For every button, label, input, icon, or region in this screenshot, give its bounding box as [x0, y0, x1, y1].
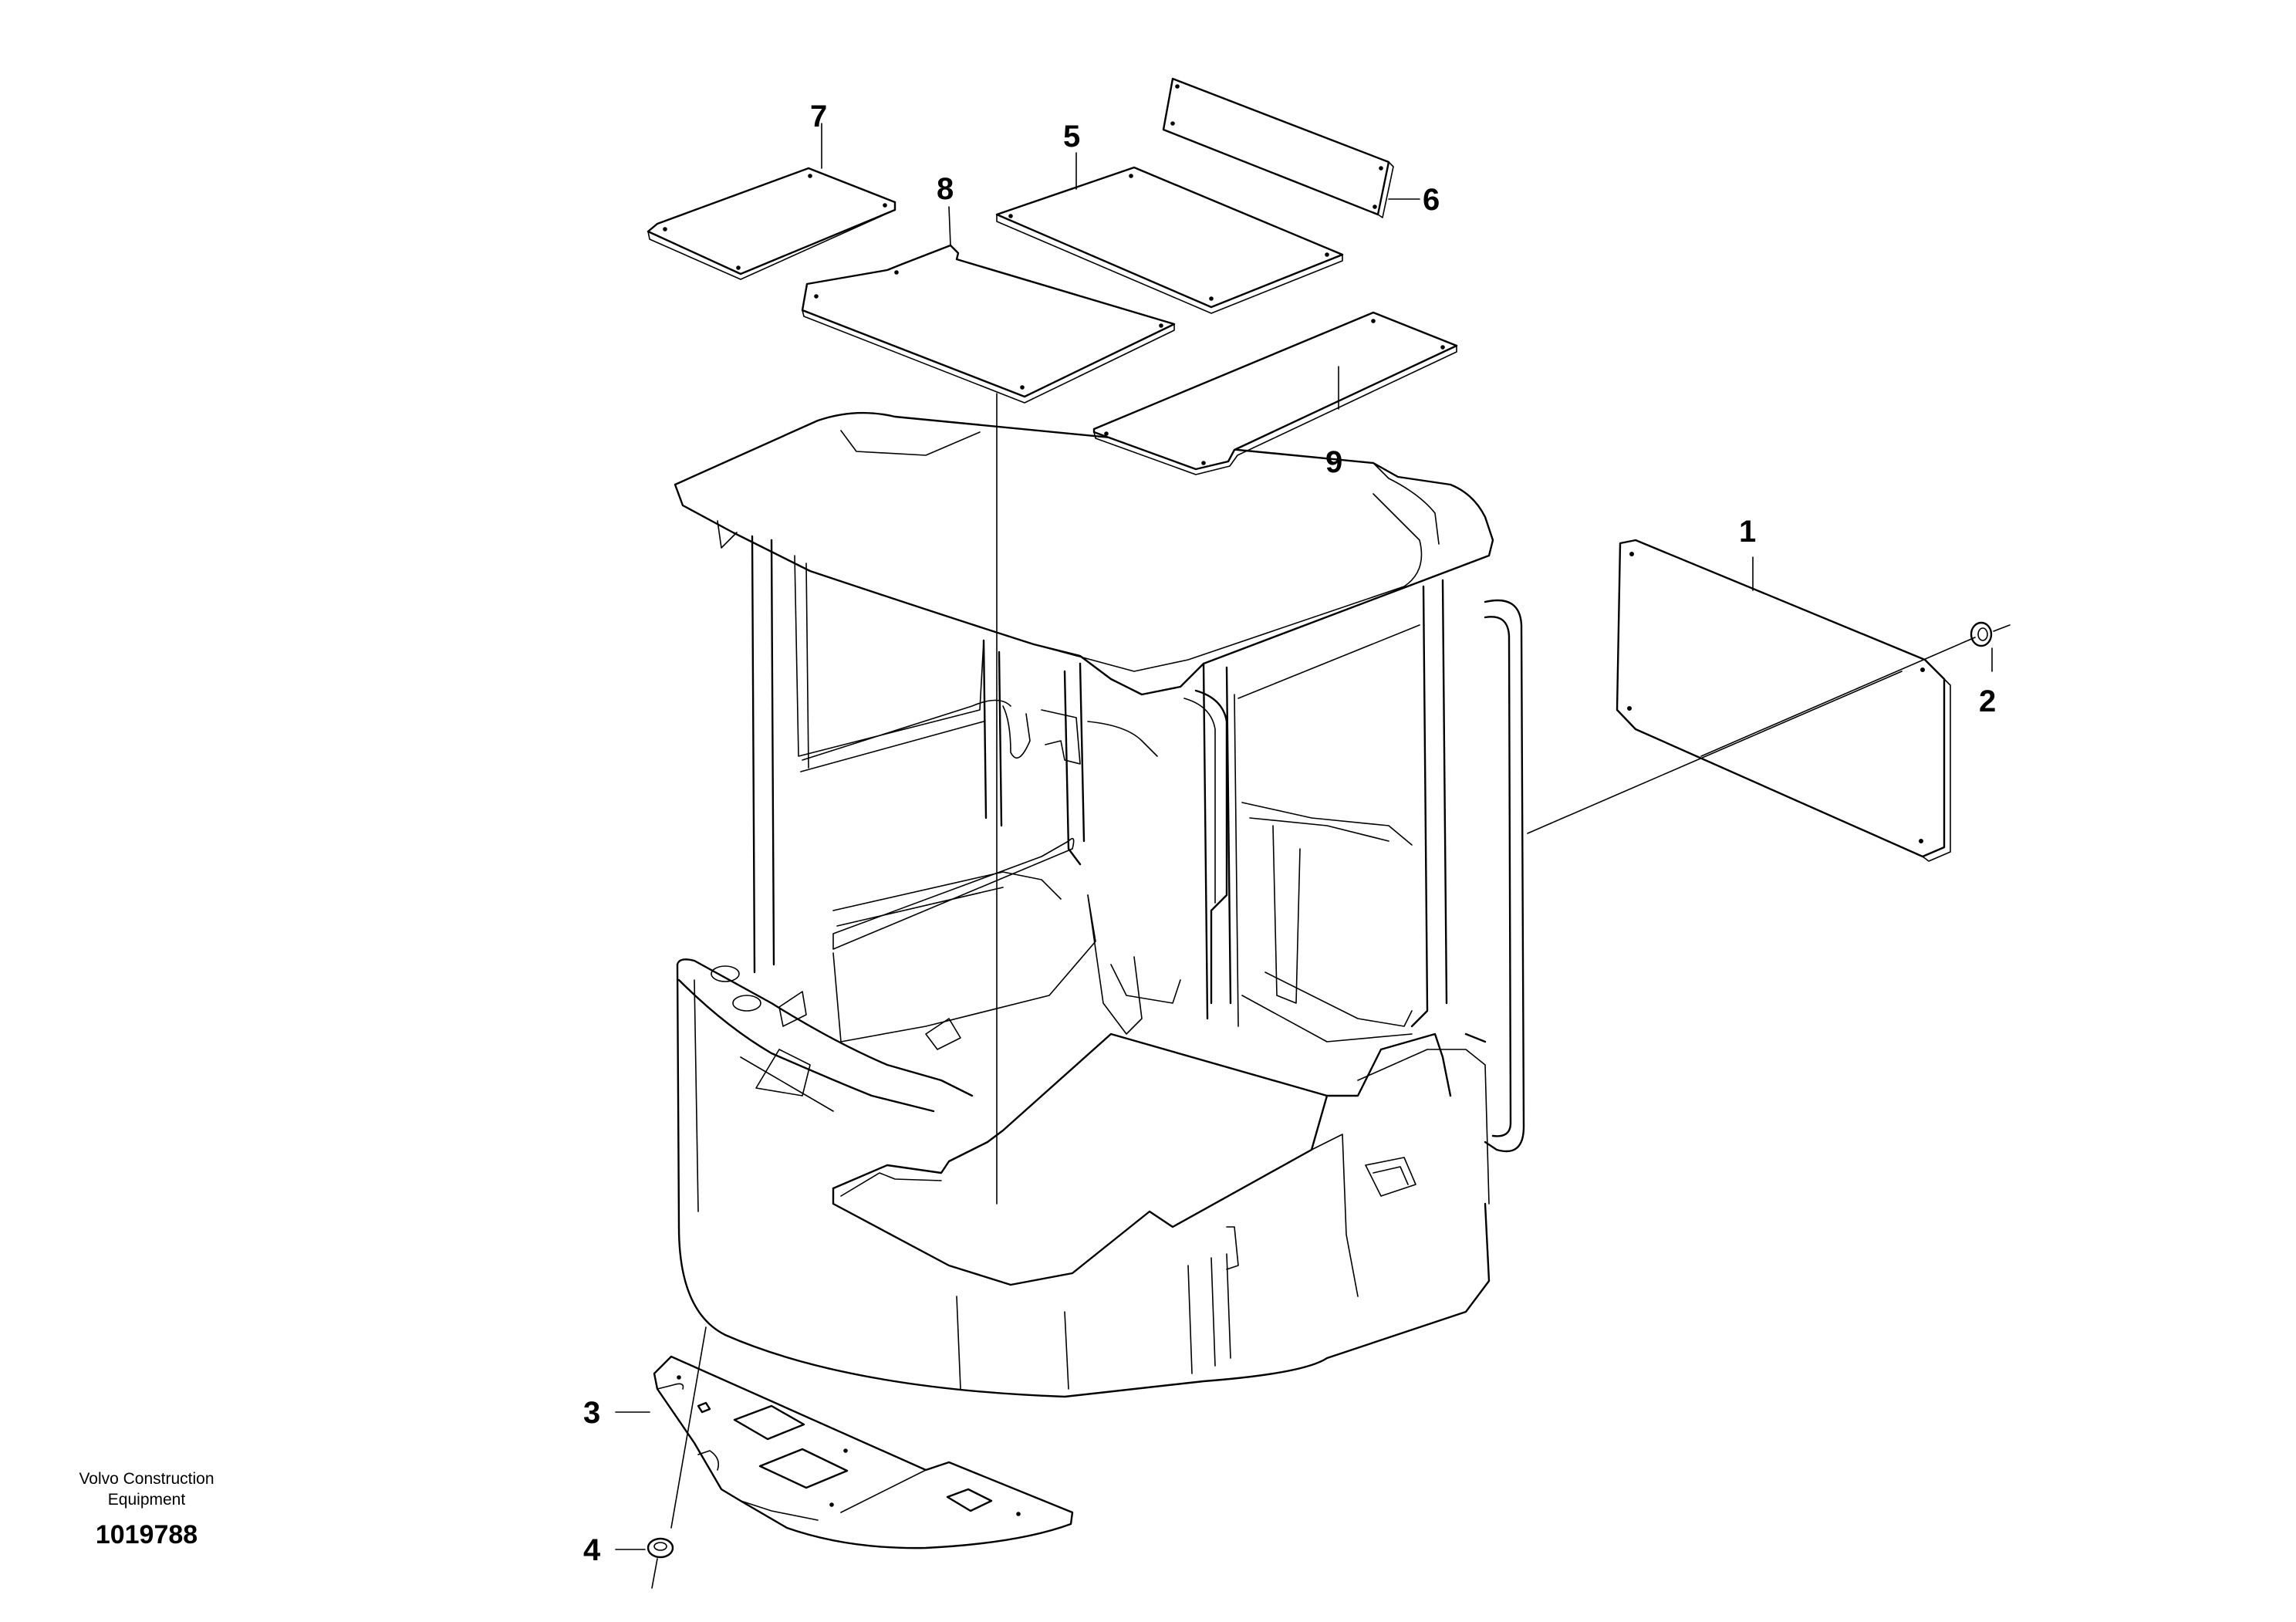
- manufacturer-line-1: Volvo Construction: [79, 1470, 214, 1488]
- manufacturer-line-2: Equipment: [108, 1491, 186, 1509]
- part-1-side-panel: [1616, 539, 1951, 862]
- callout-7: 7: [810, 100, 827, 133]
- part-8-insulation-panel: [801, 244, 1176, 404]
- callout-8: 8: [937, 172, 954, 206]
- part-4-nut: [647, 1537, 674, 1559]
- leader-lines: [615, 123, 1993, 1589]
- callout-5: 5: [1063, 120, 1080, 154]
- part-5-insulation-panel: [995, 166, 1344, 314]
- part-6-insulation-strip: [1162, 77, 1394, 218]
- callout-4: 4: [583, 1533, 601, 1567]
- callout-1: 1: [1739, 515, 1756, 549]
- part-9-insulation-panel: [1092, 311, 1458, 475]
- cab-frame: [674, 411, 1525, 1398]
- part-7-insulation-panel: [647, 167, 896, 280]
- part-3-bottom-plate: [653, 1355, 1074, 1549]
- callout-2: 2: [1979, 684, 1996, 718]
- part-2-nut: [1970, 621, 2011, 647]
- illustration-number: 1019788: [96, 1520, 198, 1549]
- callout-6: 6: [1423, 183, 1440, 217]
- callout-3: 3: [583, 1396, 600, 1430]
- callout-9: 9: [1325, 445, 1342, 479]
